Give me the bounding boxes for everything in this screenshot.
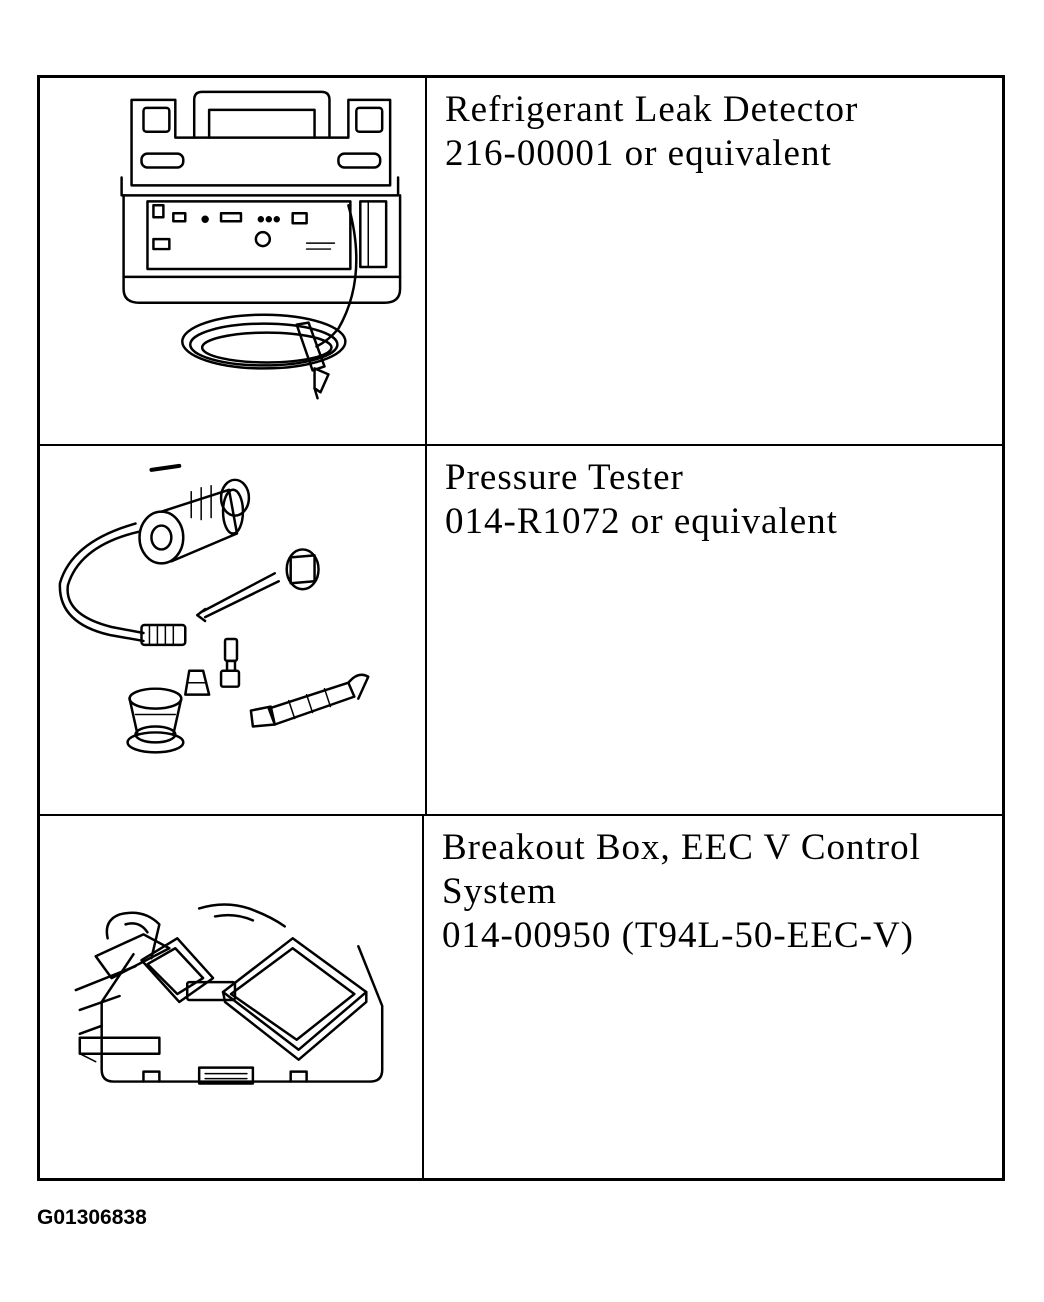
tool-description-cell: Refrigerant Leak Detector 216-00001 or e…	[427, 78, 1002, 444]
breakout-box-illustration	[74, 903, 384, 1085]
tool-row-refrigerant-leak-detector: Refrigerant Leak Detector 216-00001 or e…	[40, 78, 1002, 446]
pressure-tester-illustration	[58, 463, 370, 754]
tool-part-number: 014-R1072 or equivalent	[445, 501, 838, 542]
tool-part-number: 216-00001 or equivalent	[445, 133, 832, 174]
tool-description-cell: Breakout Box, EEC V Control System 014-0…	[424, 816, 1002, 1178]
illustration-cell	[40, 816, 424, 1178]
tool-table: Refrigerant Leak Detector 216-00001 or e…	[37, 75, 1005, 1181]
tool-row-pressure-tester: Pressure Tester 014-R1072 or equivalent	[40, 446, 1002, 816]
illustration-cell	[40, 78, 427, 444]
tool-name: Pressure Tester	[445, 457, 684, 498]
illustration-cell	[40, 446, 427, 814]
figure-id: G01306838	[37, 1206, 147, 1229]
tool-name: Refrigerant Leak Detector	[445, 89, 859, 130]
refrigerant-leak-detector-illustration	[120, 90, 402, 400]
tool-row-breakout-box: Breakout Box, EEC V Control System 014-0…	[40, 816, 1002, 1178]
tool-part-number: 014-00950 (T94L-50-EEC-V)	[442, 915, 914, 956]
tool-name-line-2: System	[442, 871, 557, 912]
tool-description-cell: Pressure Tester 014-R1072 or equivalent	[427, 446, 1002, 814]
tool-name-line-1: Breakout Box, EEC V Control	[442, 827, 921, 868]
